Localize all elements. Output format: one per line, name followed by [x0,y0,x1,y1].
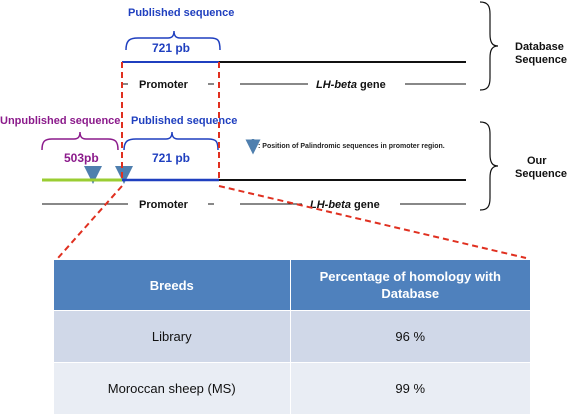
ours-gene-name: LH-beta [310,199,351,211]
table-header-row: Breeds Percentage of homology with Datab… [54,260,530,311]
ours-published-brace [124,132,218,150]
database-length-label: 721 pb [152,41,190,55]
table-row: Library 96 % [54,311,530,363]
database-group-brace [480,2,498,90]
database-group-label-line1: Database [515,41,564,53]
zoom-line-diagonal-left [58,186,122,258]
database-promoter-label: Promoter [139,79,189,91]
ours-promoter-label: Promoter [139,199,189,211]
ours-unpublished-brace [42,132,118,150]
cell-homology: 96 % [290,311,530,363]
database-gene-label: LH-beta gene [316,79,386,91]
header-homology: Percentage of homology with Database [290,260,530,311]
ours-published-label: Published sequence [131,115,237,127]
header-breeds: Breeds [54,260,290,311]
ours-unpublished-label: Unpublished sequence [0,115,120,127]
ours-gene-suffix: gene [351,199,380,211]
ours-group-brace [480,122,498,210]
zoom-line-diagonal-right [219,186,526,258]
table-row: Moroccan sheep (MS) 99 % [54,363,530,414]
homology-table: Breeds Percentage of homology with Datab… [54,260,530,414]
ours-group-label-line1: Our [527,155,547,167]
database-published-label: Published sequence [128,7,234,19]
cell-breed: Library [54,311,290,363]
database-group-label-line2: Sequence [515,54,567,66]
database-gene-suffix: gene [357,79,386,91]
ours-group-label-line2: Sequence [515,168,567,180]
legend-note: : Position of Palindromic sequences in p… [258,143,445,150]
cell-breed: Moroccan sheep (MS) [54,363,290,414]
ours-length-label: 721 pb [152,151,190,165]
ours-unpublished-length: 503pb [64,151,99,165]
database-gene-name: LH-beta [316,79,357,91]
cell-homology: 99 % [290,363,530,414]
